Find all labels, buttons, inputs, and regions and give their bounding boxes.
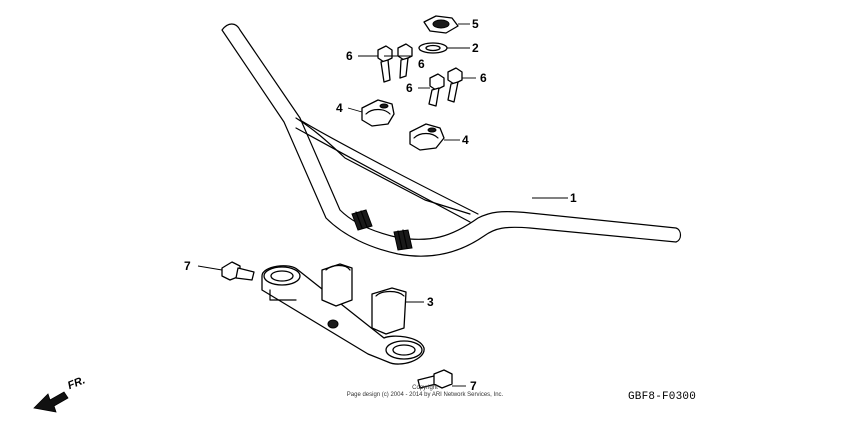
bolt-lower-right[interactable] — [447, 67, 463, 103]
callout-flange-bolt-bottom: 7 — [470, 379, 477, 393]
copyright-line-1: Copyright — [412, 385, 438, 391]
callout-upper-holder-b: 4 — [462, 133, 469, 147]
bolt-upper-right[interactable] — [397, 43, 413, 79]
bolt-lower-left[interactable] — [428, 73, 445, 107]
leader-lines — [197, 23, 568, 387]
diagram-code: GBF8-F0300 — [628, 391, 697, 403]
copyright-notice: Copyright Page design (c) 2004 - 2014 by… — [300, 385, 550, 399]
bolt-upper-left[interactable] — [377, 45, 393, 83]
handlebar[interactable] — [221, 23, 682, 257]
lower-bracket[interactable] — [261, 263, 425, 365]
upper-holder-b[interactable] — [409, 123, 445, 151]
callout-bolt-b: 6 — [418, 57, 425, 71]
upper-holder-a[interactable] — [361, 99, 395, 127]
callout-bolt-a: 6 — [346, 49, 353, 63]
callout-bolt-d: 6 — [480, 71, 487, 85]
callout-bolt-c: 6 — [406, 81, 413, 95]
copyright-line-2: Page design (c) 2004 - 2014 by ARI Netwo… — [346, 392, 504, 398]
callout-lower-bracket: 3 — [427, 295, 434, 309]
callout-upper-holder-a: 4 — [336, 101, 343, 115]
handlebar-knurl-left — [351, 209, 373, 231]
callout-flange-bolt-left: 7 — [184, 259, 191, 273]
nut[interactable] — [423, 15, 459, 34]
washer[interactable] — [418, 42, 448, 54]
handlebar-knurl-right — [393, 229, 413, 251]
flange-bolt-left[interactable] — [221, 261, 255, 281]
flange-bolt-bottom[interactable] — [417, 369, 453, 389]
front-arrow-icon — [33, 391, 69, 413]
callout-washer: 2 — [472, 41, 479, 55]
callout-handlebar: 1 — [570, 191, 577, 205]
callout-nut: 5 — [472, 17, 479, 31]
